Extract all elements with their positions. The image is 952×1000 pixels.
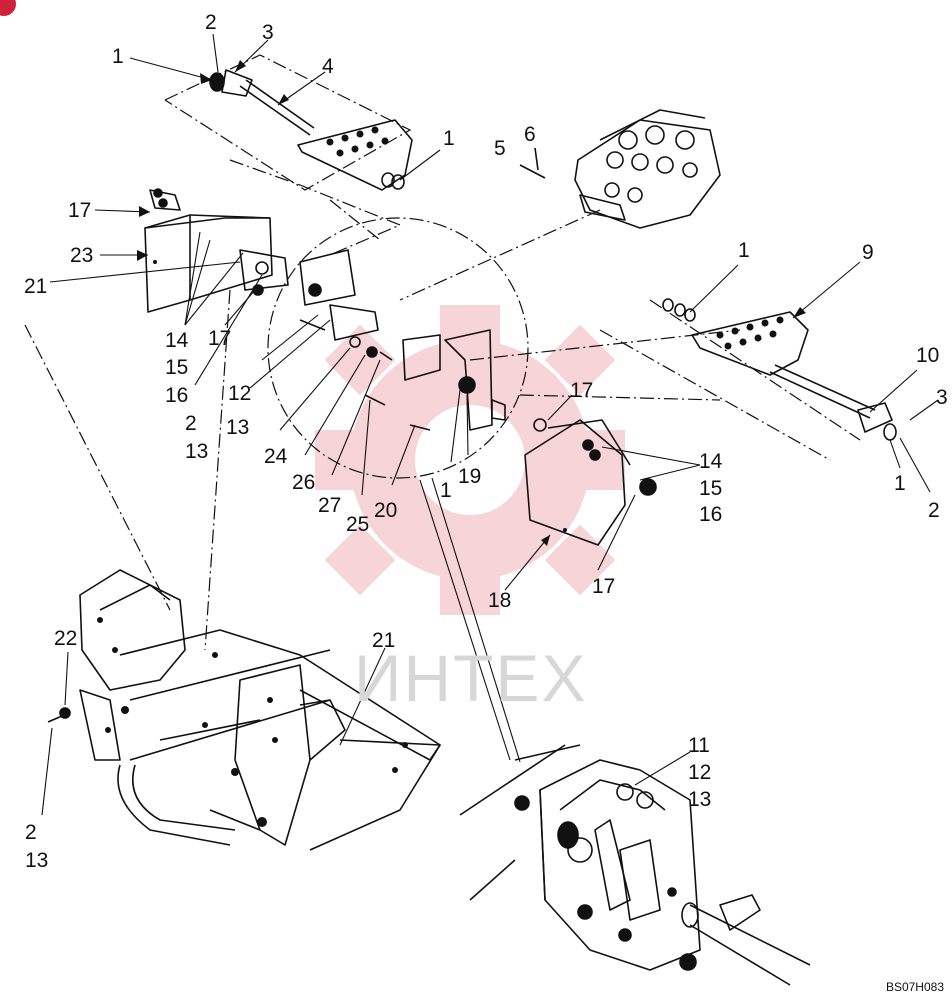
callout-label: 13 [185,440,209,463]
watermark-gear-icon [315,305,625,615]
callout-label: 2 [205,11,217,34]
callout-label: 1 [738,239,750,262]
callout-label: 13 [25,849,49,872]
leader-lines [41,33,939,816]
lower-frame [47,569,441,851]
callout-label: 21 [24,275,48,298]
callout-label: 23 [70,244,94,267]
callout-label: 12 [688,761,712,784]
callout-label: 14 [699,450,723,473]
callout-label: 6 [524,123,536,146]
callout-label: 17 [68,199,92,222]
callout-label: 13 [688,788,712,811]
callout-label: 25 [346,513,370,536]
callout-label: 2 [185,412,197,435]
callout-label: 13 [226,416,250,439]
callout-label: 9 [862,241,874,264]
callout-label: 1 [440,479,452,502]
callout-label: 15 [699,477,723,500]
drawing-code: BS07H083 [885,980,944,994]
callout-label: 22 [54,627,78,650]
callout-label: 1 [894,472,906,495]
control-valve [519,109,721,229]
callout-label: 1 [443,127,455,150]
callout-label: 2 [928,499,940,522]
left-bracket [144,188,289,313]
callout-label: 17 [592,575,616,598]
callout-label: 16 [165,384,189,407]
callout-label: 18 [488,589,512,612]
callout-label: 1 [112,45,124,68]
watermark-text: ИНТЕХ [354,641,588,715]
upper-shaft-assembly [209,69,413,191]
callout-label: 17 [570,379,594,402]
callout-label: 19 [458,465,482,488]
callout-label: 4 [322,55,334,78]
center-linkage [299,249,506,431]
callout-label: 3 [936,386,948,409]
callout-label: 5 [494,137,506,160]
callout-label: 14 [165,329,189,352]
leader-arrowheads [137,60,806,546]
callout-label: 27 [318,494,342,517]
callout-label: 15 [165,356,189,379]
callout-label: 26 [292,471,316,494]
callout-label: 16 [699,503,723,526]
callout-label: 20 [374,499,398,522]
right-pedal-assembly [662,298,897,441]
callout-label: 12 [228,382,252,405]
part-outlines [41,33,939,986]
callout-label: 11 [688,734,710,757]
callout-label: 3 [262,21,274,44]
callout-label: 17 [208,327,232,350]
right-bracket [524,418,657,546]
callout-label: 2 [25,821,37,844]
detail-inset [459,744,811,986]
callout-label: 10 [916,344,940,367]
corner-badge-icon [0,0,16,16]
callout-label: 24 [264,445,288,468]
callout-label: 21 [372,629,396,652]
